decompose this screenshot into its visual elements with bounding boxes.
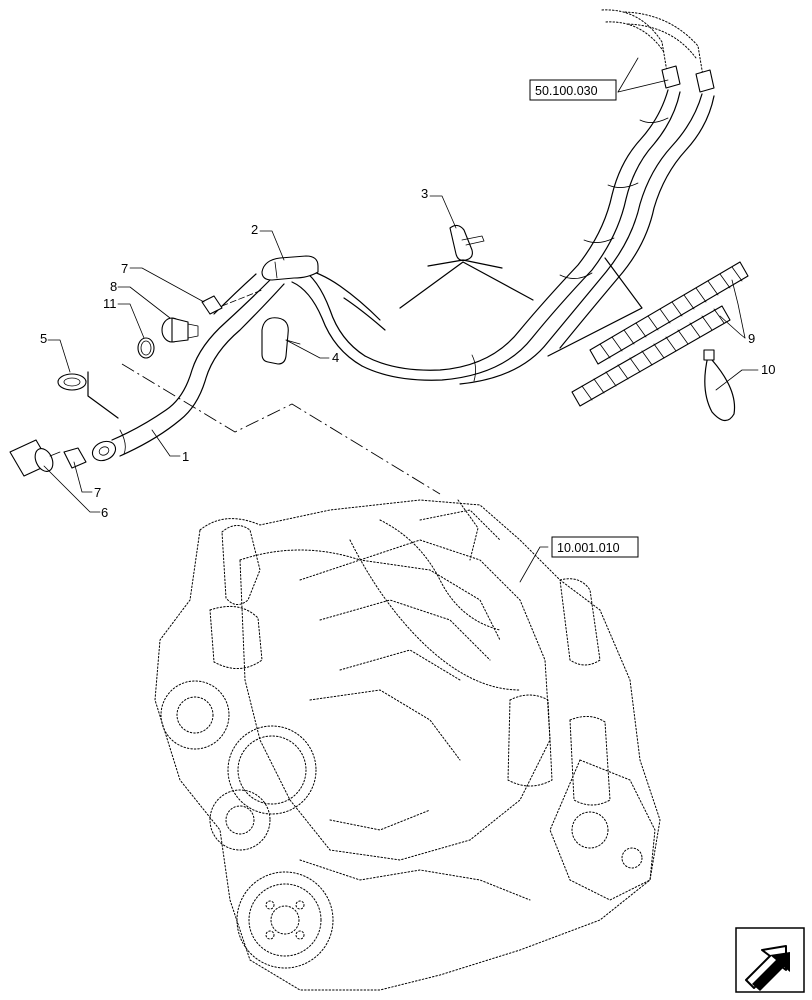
reference-label-hoses: 50.100.030 — [535, 84, 598, 98]
hose-continuation-dotted — [601, 9, 705, 83]
p-clip-4 — [261, 317, 301, 365]
adapter-8 — [161, 317, 199, 343]
coolant-hose-1 — [91, 273, 285, 462]
callout-2: 2 — [251, 222, 258, 237]
callout-4: 4 — [332, 350, 339, 365]
callout-10: 10 — [761, 362, 775, 377]
cable-tie-10 — [703, 349, 736, 422]
heater-hose-assembly — [261, 65, 715, 385]
reference-box-engine[interactable]: 10.001.010 — [551, 536, 639, 558]
callout-7-lower: 7 — [94, 485, 101, 500]
callout-leaders — [43, 57, 759, 583]
callout-11: 11 — [103, 296, 117, 311]
temperature-sensor-6 — [9, 439, 61, 477]
reference-label-engine: 10.001.010 — [557, 541, 620, 555]
spring-clamp-5 — [57, 373, 87, 391]
hose-clamp-3 — [449, 224, 485, 261]
corrugated-sleeve-9-lower — [571, 305, 731, 407]
o-ring-11 — [137, 337, 155, 359]
callout-3: 3 — [421, 186, 428, 201]
callout-1: 1 — [182, 449, 189, 464]
callout-6: 6 — [101, 505, 108, 520]
corrugated-sleeve-9-upper — [589, 261, 749, 365]
assembly-leader — [121, 363, 441, 495]
callout-7-upper: 7 — [121, 261, 128, 276]
engine-assembly — [154, 499, 661, 991]
callout-9: 9 — [748, 331, 755, 346]
group-brackets — [87, 257, 643, 419]
hose-fitting-7-lower — [63, 447, 87, 469]
callout-8: 8 — [110, 279, 117, 294]
callout-5: 5 — [40, 331, 47, 346]
hose-fitting-7-upper — [201, 289, 263, 315]
reference-box-hoses[interactable]: 50.100.030 — [529, 79, 617, 101]
back-arrow-icon[interactable] — [735, 927, 805, 993]
